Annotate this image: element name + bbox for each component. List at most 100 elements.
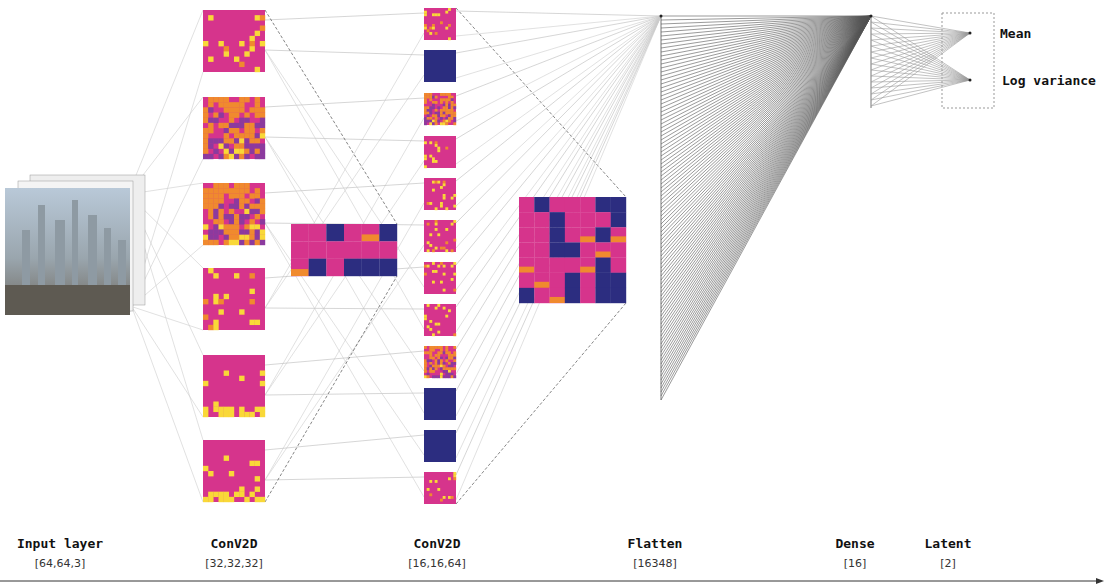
feature-map-cell (451, 109, 454, 112)
connection-line (661, 16, 871, 368)
feature-map-cell (203, 440, 265, 502)
feature-map-cell (213, 240, 218, 245)
feature-map-cell (427, 112, 430, 115)
feature-mosaic-cell (611, 288, 626, 303)
feature-map-cell (448, 114, 451, 117)
feature-map-cell (213, 149, 218, 154)
connection-line (661, 16, 871, 340)
feature-map-cell (244, 188, 249, 193)
feature-map-cell (219, 102, 224, 107)
feature-map-cell (224, 497, 229, 502)
layer-name: Input layer (17, 536, 103, 551)
feature-map-cell (432, 157, 435, 160)
feature-mosaic-cell (519, 273, 534, 288)
feature-map-cell (208, 188, 213, 193)
feature-map-cell (440, 281, 443, 284)
connection-line (265, 50, 424, 329)
feature-map-cell (224, 456, 229, 461)
feature-map-cell (219, 407, 224, 412)
feature-mosaic-cell (291, 269, 309, 276)
feature-map-cell (437, 375, 440, 378)
feature-map-cell (229, 188, 234, 193)
feature-map-cell (203, 188, 208, 193)
feature-map-cell (255, 188, 260, 193)
feature-map-cell (239, 149, 244, 154)
feature-map-cell (427, 325, 430, 328)
feature-map-cell (427, 304, 430, 307)
feature-map-cell (244, 97, 249, 102)
feature-map-cell (234, 107, 239, 112)
feature-map-cell (229, 193, 234, 198)
connection-line (456, 16, 661, 265)
feature-map-cell (440, 365, 443, 368)
feature-map-cell (224, 224, 229, 229)
feature-map-cell (234, 123, 239, 128)
feature-mosaic-cell (611, 258, 626, 273)
feature-map-cell (203, 466, 208, 471)
feature-mosaic-cell (309, 224, 327, 242)
feature-map-cell (255, 123, 260, 128)
feature-map-cell (440, 375, 443, 378)
feature-map-cell (440, 202, 443, 205)
feature-mosaic-cell (611, 242, 626, 257)
feature-map-cell (208, 128, 213, 133)
feature-map-cell (255, 154, 260, 159)
feature-map-cell (250, 138, 255, 143)
feature-map-cell (229, 471, 234, 476)
connection-line (661, 16, 871, 324)
feature-map (203, 355, 265, 417)
connection-line (456, 16, 661, 36)
feature-map-cell (432, 160, 435, 163)
feature-map-cell (424, 141, 427, 144)
feature-map-cell (435, 228, 438, 231)
feature-mosaic (519, 197, 626, 303)
feature-map-cell (219, 497, 224, 502)
feature-map-cell (443, 93, 446, 96)
feature-map-cell (219, 309, 224, 314)
feature-map-cell (440, 205, 443, 208)
feature-map-cell (445, 120, 448, 123)
connection-line (661, 16, 871, 220)
feature-map-cell (437, 265, 440, 268)
feature-map-cell (445, 104, 448, 107)
connection-line (661, 16, 871, 348)
feature-mosaic-cell (362, 234, 380, 241)
feature-map-cell (448, 104, 451, 107)
feature-map-cell (213, 118, 218, 123)
feature-mosaic-cell (580, 236, 595, 242)
feature-mosaic-cell (595, 273, 610, 288)
feature-map (203, 183, 265, 245)
feature-map-cell (208, 214, 213, 219)
feature-map (424, 262, 456, 294)
feature-map-cell (244, 123, 249, 128)
feature-map-cell (213, 299, 218, 304)
feature-map-cell (255, 230, 260, 235)
feature-map-cell (429, 367, 432, 370)
feature-map-cell (445, 249, 448, 252)
feature-map-cell (448, 120, 451, 123)
feature-map-cell (213, 193, 218, 198)
feature-map (424, 93, 456, 125)
feature-map-cell (250, 149, 255, 154)
feature-map-cell (239, 138, 244, 143)
feature-map-cell (445, 346, 448, 349)
feature-map-cell (443, 122, 446, 125)
feature-map-cell (219, 299, 224, 304)
feature-map-cell (445, 27, 448, 30)
feature-map-cell (203, 138, 208, 143)
feature-map-cell (255, 214, 260, 219)
feature-map-cell (208, 199, 213, 204)
connection-line (265, 50, 424, 287)
feature-map-cell (453, 477, 456, 480)
feature-mosaic-cell (550, 288, 565, 303)
feature-mosaic-cell (519, 267, 534, 273)
feature-map-cell (244, 497, 249, 502)
feature-map-cell (224, 214, 229, 219)
connection-line (456, 16, 661, 223)
feature-map-cell (219, 193, 224, 198)
feature-map-cell (427, 488, 430, 491)
connection-line (871, 33, 970, 88)
feature-map-cell (451, 112, 454, 115)
feature-map-cell (244, 412, 249, 417)
feature-map-cell (239, 133, 244, 138)
